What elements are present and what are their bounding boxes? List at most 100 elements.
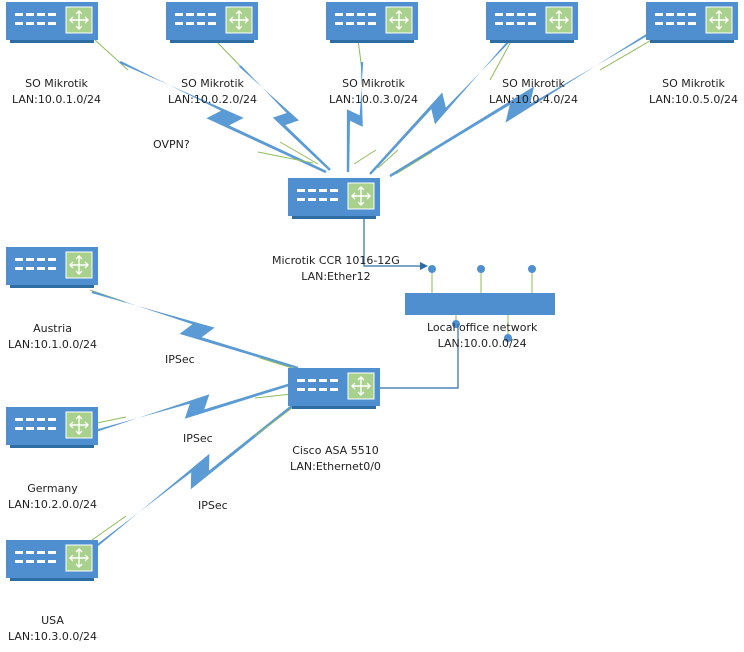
ovpn-cable-1: [94, 39, 129, 71]
ovpn-link-3: [346, 61, 364, 173]
ipsec-link-usa: [93, 397, 303, 549]
so-mikrotik-4-device-port: [506, 22, 514, 25]
core-router-device: [288, 178, 380, 219]
so-mikrotik-1-device-port: [37, 13, 45, 16]
usa-device-base: [10, 578, 94, 581]
germany-device-base: [10, 445, 94, 448]
so-mikrotik-2-device: [166, 2, 258, 43]
so-mikrotik-1-device-port: [48, 13, 56, 16]
ipsec-link-austria: [91, 290, 299, 370]
firewall-device-port: [330, 379, 338, 382]
so-mikrotik-4-device-port: [528, 22, 536, 25]
so-mikrotik-2-device-port: [186, 13, 194, 16]
lan-node-2: [477, 265, 485, 273]
so-mikrotik-4-device: [486, 2, 578, 43]
so-mikrotik-3-device-port: [335, 22, 343, 25]
so-mikrotik-2-device-port: [175, 22, 183, 25]
so-mikrotik-3-device-port: [368, 13, 376, 16]
core-router-device-base: [292, 216, 376, 219]
so-mikrotik-1-device-port: [15, 22, 23, 25]
so-mikrotik-3-device-port: [335, 13, 343, 16]
firewall-device-switch-arrows-icon: [351, 376, 371, 396]
so-mikrotik-5-device-port: [677, 13, 685, 16]
germany-device-port: [37, 418, 45, 421]
usa-device: [6, 540, 98, 581]
germany-device-port: [48, 427, 56, 430]
firewall-device-port: [297, 379, 305, 382]
germany-device: [6, 407, 98, 448]
germany-device-port: [26, 427, 34, 430]
firewall-device-base: [292, 406, 376, 409]
core-router-device-port: [319, 189, 327, 192]
core-router-device-port: [330, 198, 338, 201]
so-mikrotik-5-device-port: [666, 13, 674, 16]
so-mikrotik-5-device: [646, 2, 738, 43]
so-mikrotik-4-device-port: [495, 13, 503, 16]
core-router-device-port: [297, 198, 305, 201]
ether12-connection: [363, 216, 424, 267]
so-mikrotik-1-device-port: [15, 13, 23, 16]
so-mikrotik-5-device-port: [655, 13, 663, 16]
firewall-device-port: [297, 388, 305, 391]
ipsec-cable-usa: [91, 515, 127, 541]
core-router-device-switch-arrows-icon: [351, 186, 371, 206]
usa-device-port: [37, 551, 45, 554]
austria-device-port: [26, 267, 34, 270]
firewall-device-port: [308, 379, 316, 382]
lan-node-1: [428, 265, 436, 273]
so-mikrotik-4-device-port: [528, 13, 536, 16]
firewall-device-port: [319, 379, 327, 382]
so-mikrotik-2-device-port: [208, 13, 216, 16]
ipsec-cable-austria-end: [259, 357, 293, 369]
so-mikrotik-2-device-port: [197, 22, 205, 25]
ovpn-cable-end-1: [257, 151, 314, 164]
ovpn-cable-end-3: [353, 149, 377, 165]
so-mikrotik-3-device-port: [357, 13, 365, 16]
usa-device-port: [48, 551, 56, 554]
usa-device-port: [37, 560, 45, 563]
so-mikrotik-2-device-base: [170, 40, 254, 43]
so-mikrotik-4-device-port: [506, 13, 514, 16]
ovpn-cable-end-2: [279, 141, 319, 165]
usa-device-port: [26, 551, 34, 554]
so-mikrotik-5-device-port: [655, 22, 663, 25]
so-mikrotik-2-device-port: [186, 22, 194, 25]
usa-device-port: [15, 560, 23, 563]
so-mikrotik-5-device-switch-arrows-icon: [709, 10, 729, 30]
austria-device-port: [48, 258, 56, 261]
germany-device-switch-arrows-icon: [69, 415, 89, 435]
lan-node-3: [528, 265, 536, 273]
usa-device-port: [48, 560, 56, 563]
so-mikrotik-3-device-port: [346, 13, 354, 16]
so-mikrotik-5-device-port: [688, 22, 696, 25]
core-router-device-port: [319, 198, 327, 201]
so-mikrotik-1-device-port: [48, 22, 56, 25]
germany-device-port: [15, 427, 23, 430]
so-mikrotik-4-device-base: [490, 40, 574, 43]
so-mikrotik-5-device-base: [650, 40, 734, 43]
ether12-arrow-icon: [420, 262, 428, 270]
usa-device-port: [26, 560, 34, 563]
so-mikrotik-5-device-port: [688, 13, 696, 16]
ovpn-link-5: [389, 28, 656, 178]
so-mikrotik-3-device-port: [368, 22, 376, 25]
so-mikrotik-4-device-port: [517, 22, 525, 25]
austria-device-port: [15, 258, 23, 261]
so-mikrotik-1-device-base: [10, 40, 94, 43]
austria-device-switch-arrows-icon: [69, 255, 89, 275]
ipsec-cable-germany-end: [254, 393, 293, 399]
so-mikrotik-1-device: [6, 2, 98, 43]
ipsec-usa-label: IPSec: [198, 499, 228, 512]
ovpn-cable-end-5: [395, 151, 433, 175]
austria-device: [6, 247, 98, 288]
so-mikrotik-2-device-switch-arrows-icon: [229, 10, 249, 30]
so-mikrotik-1-device-port: [26, 13, 34, 16]
